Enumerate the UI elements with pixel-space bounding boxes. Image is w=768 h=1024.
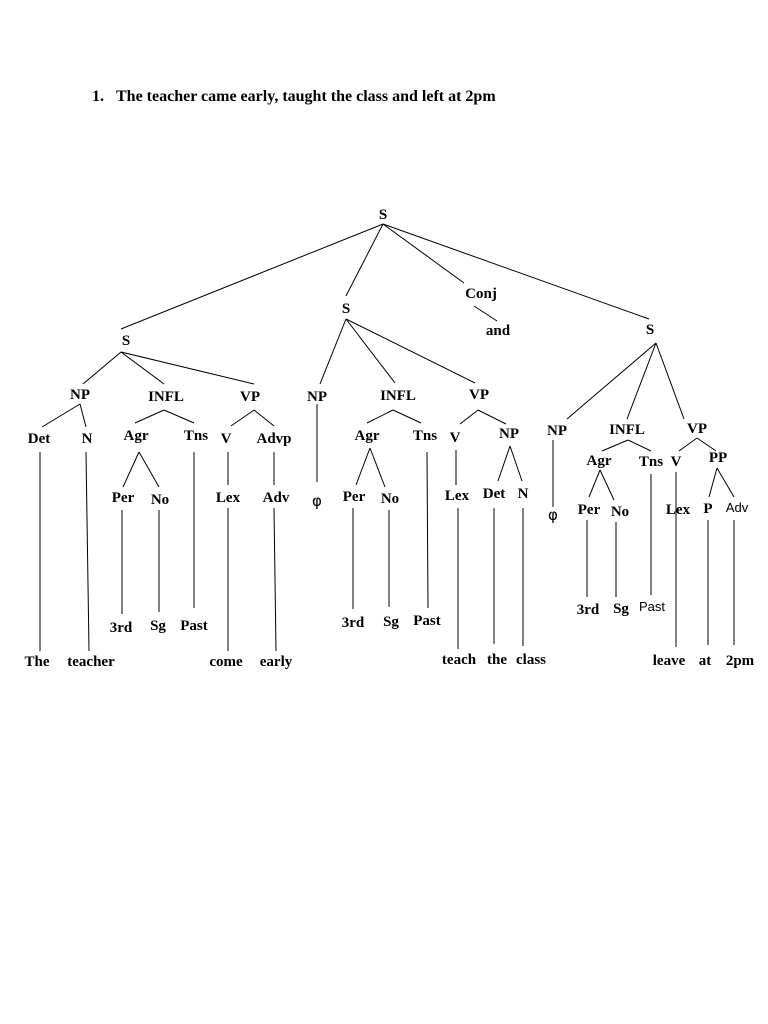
clause1-no-node: No	[151, 492, 169, 508]
clause3-per-value: 3rd	[577, 602, 600, 618]
clause1-word-come: come	[209, 654, 243, 670]
clause2-np-node: NP	[307, 389, 327, 405]
clause1-np-node: NP	[70, 387, 90, 403]
clause1-infl-node: INFL	[148, 389, 184, 405]
clause2-per-value: 3rd	[342, 615, 365, 631]
clause3-pp-node: PP	[709, 450, 727, 466]
clause2-word-the: the	[487, 652, 507, 668]
clause2-tns-node: Tns	[413, 428, 437, 444]
clause3-no-value: Sg	[613, 601, 629, 617]
clause1-n-node: N	[82, 431, 93, 447]
clause2-no-node: No	[381, 491, 399, 507]
item-number: 1.	[92, 88, 104, 105]
clause3-vp-node: VP	[687, 421, 707, 437]
clause2-v-node: V	[450, 430, 461, 446]
clause2-vp-node: VP	[469, 387, 489, 403]
clause3-per-node: Per	[578, 502, 601, 518]
clause1-vp-node: VP	[240, 389, 260, 405]
clause2-word-teach: teach	[442, 652, 477, 668]
sentence-heading: 1. The teacher came early, taught the cla…	[92, 88, 496, 106]
clause1-word-the: The	[24, 654, 49, 670]
clause1-word-teacher: teacher	[67, 654, 115, 670]
clause2-n-node: N	[518, 486, 529, 502]
conj-word-and: and	[486, 323, 511, 339]
clause3-no-node: No	[611, 504, 629, 520]
clause1-v-node: V	[221, 431, 232, 447]
clause1-tns-value: Past	[180, 618, 208, 634]
clause1-adv-node: Adv	[263, 490, 290, 506]
clause2-s-node: S	[342, 301, 350, 317]
clause3-np-node: NP	[547, 423, 567, 439]
clause2-null-subject: φ	[312, 492, 322, 510]
clause2-det-node: Det	[483, 486, 506, 502]
clause2-per-node: Per	[343, 489, 366, 505]
clause3-s-node: S	[646, 322, 654, 338]
tree-edges	[39, 223, 735, 652]
example-sentence: The teacher came early, taught the class…	[116, 88, 496, 105]
clause2-inner-np-node: NP	[499, 426, 519, 442]
clause2-tns-value: Past	[413, 613, 441, 629]
clause1-lex-node: Lex	[216, 490, 241, 506]
clause1-per-node: Per	[112, 490, 135, 506]
clause3-tns-value: Past	[639, 599, 665, 614]
clause3-tns-node: Tns	[639, 454, 663, 470]
clause1-advp-node: Advp	[256, 431, 291, 447]
clause3-v-node: V	[671, 454, 682, 470]
root-s-node: S	[379, 207, 387, 223]
clause3-word-2pm: 2pm	[726, 653, 755, 669]
clause3-agr-node: Agr	[587, 453, 612, 469]
clause1-agr-node: Agr	[124, 428, 149, 444]
clause3-word-at: at	[699, 653, 712, 669]
clause2-infl-node: INFL	[380, 388, 416, 404]
clause3-word-leave: leave	[653, 653, 686, 669]
clause3-lex-node: Lex	[666, 502, 691, 518]
clause1-det-node: Det	[28, 431, 51, 447]
clause1-no-value: Sg	[150, 618, 166, 634]
clause2-no-value: Sg	[383, 614, 399, 630]
clause1-word-early: early	[260, 654, 293, 670]
clause3-null-subject: φ	[548, 506, 558, 524]
clause3-infl-node: INFL	[609, 422, 645, 438]
clause3-adv-node: Adv	[726, 500, 749, 515]
conj-node: Conj	[465, 286, 497, 302]
clause3-p-node: P	[703, 501, 712, 517]
tree-labels: S Conj and S NP INFL VP Det N Agr Tns V …	[24, 207, 754, 670]
clause2-word-class: class	[516, 652, 546, 668]
clause1-s-node: S	[122, 333, 130, 349]
clause1-tns-node: Tns	[184, 428, 208, 444]
clause1-per-value: 3rd	[110, 620, 133, 636]
clause2-agr-node: Agr	[355, 428, 380, 444]
clause2-lex-node: Lex	[445, 488, 470, 504]
